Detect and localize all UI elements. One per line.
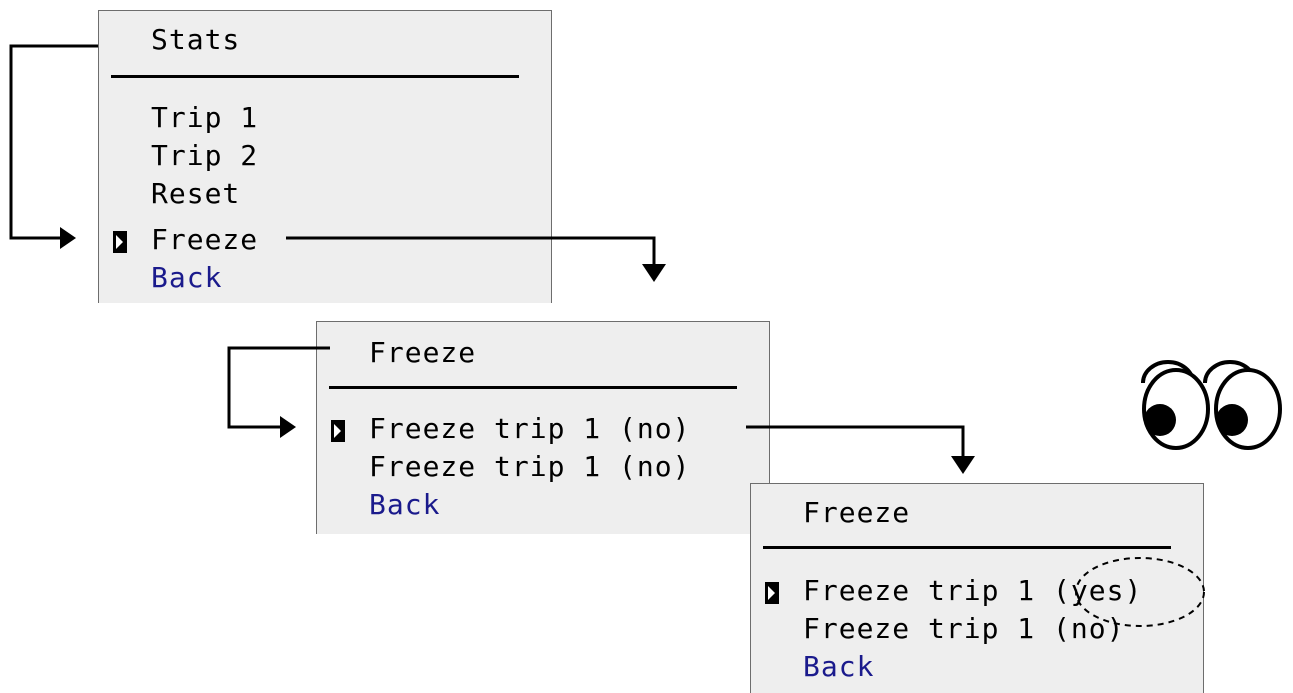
menu-item-trip-2[interactable]: Trip 2 — [151, 139, 259, 172]
eyes-icon — [1141, 360, 1282, 450]
selection-cursor-icon — [331, 420, 345, 442]
highlight-ellipse — [1075, 557, 1205, 627]
freeze-separator — [329, 386, 737, 389]
connector-arrow-2 — [286, 236, 656, 266]
freeze-back[interactable]: Back — [369, 488, 441, 521]
stats-screen: Stats Trip 1 Trip 2 Reset Freeze Back — [98, 10, 552, 303]
menu-item-freeze[interactable]: Freeze — [151, 223, 259, 256]
freeze-result-item-1-label: Freeze trip 1 — [803, 574, 1036, 607]
freeze-result-screen: Freeze Freeze trip 1 (yes) Freeze trip 1… — [750, 483, 1204, 693]
freeze-result-back[interactable]: Back — [803, 650, 875, 683]
connector-arrow-1 — [9, 44, 98, 240]
arrowhead-icon — [280, 416, 296, 438]
freeze-result-item-2-value: (no) — [1053, 612, 1125, 645]
connector-arrow-4 — [746, 425, 965, 458]
freeze-result-item-2[interactable]: Freeze trip 1 (no) — [803, 610, 1124, 648]
menu-item-back[interactable]: Back — [151, 261, 223, 294]
stats-separator — [111, 75, 519, 78]
freeze-result-item-2-label: Freeze trip 1 — [803, 612, 1036, 645]
menu-item-trip-1[interactable]: Trip 1 — [151, 101, 259, 134]
connector-arrow-3 — [227, 346, 330, 429]
arrowhead-icon — [951, 456, 975, 474]
arrowhead-icon — [642, 264, 666, 282]
stats-title: Stats — [151, 23, 241, 56]
freeze-result-item-1-value: (yes) — [1053, 574, 1143, 607]
selection-cursor-icon — [113, 231, 127, 253]
menu-item-reset[interactable]: Reset — [151, 177, 241, 210]
freeze-item-2[interactable]: Freeze trip 1 (no) — [369, 450, 691, 483]
freeze-result-title: Freeze — [803, 496, 911, 529]
freeze-result-separator — [763, 546, 1171, 549]
selection-cursor-icon — [765, 582, 779, 604]
freeze-title: Freeze — [369, 336, 477, 369]
arrowhead-icon — [60, 227, 76, 249]
freeze-result-item-1[interactable]: Freeze trip 1 (yes) — [803, 572, 1142, 610]
freeze-item-1[interactable]: Freeze trip 1 (no) — [369, 412, 691, 445]
freeze-screen: Freeze Freeze trip 1 (no) Freeze trip 1 … — [316, 321, 770, 534]
